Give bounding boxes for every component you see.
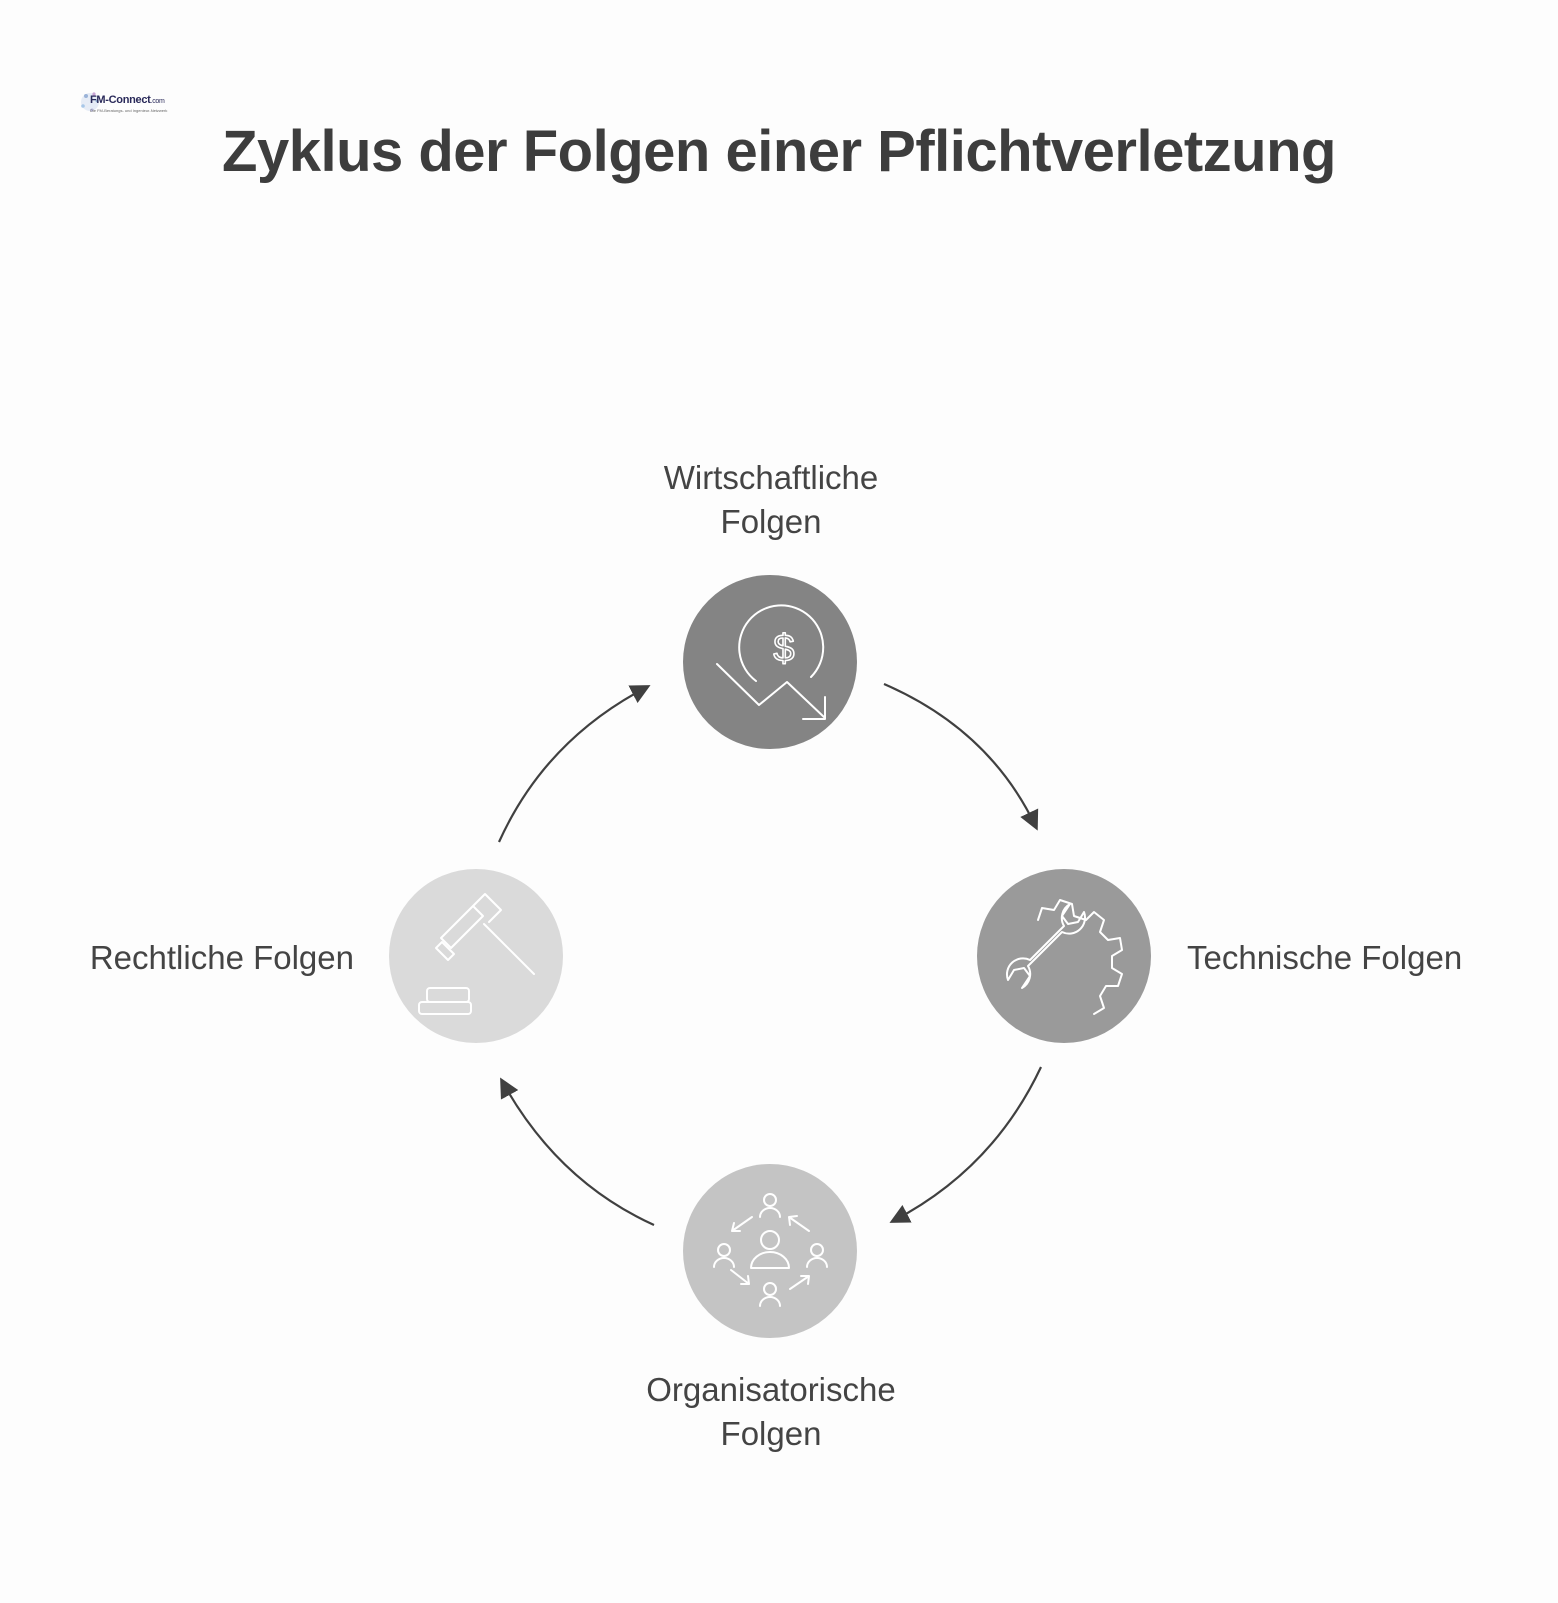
- node-technisch: [977, 869, 1151, 1043]
- gavel-icon: [418, 893, 535, 1015]
- label-wirtschaftlich: Wirtschaftliche Folgen: [663, 459, 879, 540]
- svg-text:$: $: [773, 628, 794, 670]
- node-organisatorisch: [683, 1164, 857, 1338]
- team-cycle-icon: [713, 1193, 828, 1307]
- dollar-down-icon: $: [716, 604, 826, 720]
- page-title: Zyklus der Folgen einer Pflichtverletzun…: [222, 119, 1336, 184]
- label-organisatorisch: Organisatorische Folgen: [646, 1371, 896, 1452]
- arrow-rechtlich-to-wirtschaftlich: [497, 685, 651, 843]
- arrow-organisatorisch-to-rechtlich: [500, 1077, 655, 1227]
- arrow-wirtschaftlich-to-technisch: [883, 682, 1039, 831]
- wrench-gear-icon: [1005, 899, 1123, 1015]
- logo-tagline: Die FM-Beratungs- und Ingenieur-Netzwerk: [90, 108, 168, 113]
- label-rechtlich: Rechtliche Folgen: [89, 939, 354, 976]
- node-wirtschaftlich: $: [683, 575, 857, 749]
- fm-connect-logo: FM-Connect.com Die FM-Beratungs- und Ing…: [78, 86, 167, 120]
- logo-text: FM-Connect.com: [90, 94, 165, 106]
- arrow-technisch-to-organisatorisch: [889, 1066, 1042, 1223]
- node-rechtlich: [389, 869, 563, 1043]
- label-technisch: Technische Folgen: [1187, 939, 1463, 976]
- logo-burst-icon: [81, 92, 99, 112]
